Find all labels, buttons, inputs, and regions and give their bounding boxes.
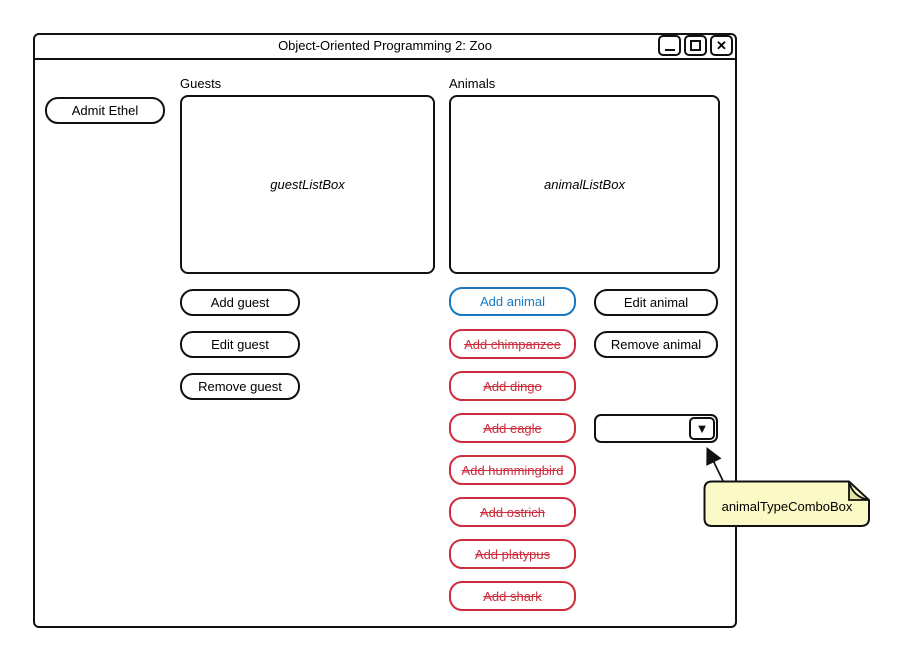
combobox-dropdown-button[interactable]: ▼ xyxy=(689,417,715,440)
note-fold-icon xyxy=(848,481,870,501)
maximize-icon xyxy=(690,40,701,51)
dropdown-icon: ▼ xyxy=(695,421,709,436)
guest-listbox[interactable]: guestListBox xyxy=(180,95,435,274)
animal-type-combobox[interactable]: ▼ xyxy=(594,414,718,443)
close-button[interactable]: ✕ xyxy=(710,35,733,56)
annotation-note: animalTypeComboBox xyxy=(703,480,871,528)
remove-guest-button[interactable]: Remove guest xyxy=(180,373,300,400)
title-bar: Object-Oriented Programming 2: Zoo ✕ xyxy=(33,33,737,60)
add-animal-button[interactable]: Add animal xyxy=(449,287,576,316)
add-eagle-button[interactable]: Add eagle xyxy=(449,413,576,443)
edit-animal-button[interactable]: Edit animal xyxy=(594,289,718,316)
add-ostrich-button[interactable]: Add ostrich xyxy=(449,497,576,527)
guests-section-label: Guests xyxy=(180,76,222,91)
animal-listbox[interactable]: animalListBox xyxy=(449,95,720,274)
add-hummingbird-button[interactable]: Add hummingbird xyxy=(449,455,576,485)
window-title: Object-Oriented Programming 2: Zoo xyxy=(278,38,492,53)
add-shark-button[interactable]: Add shark xyxy=(449,581,576,611)
animals-section-label: Animals xyxy=(449,76,496,91)
admit-ethel-button[interactable]: Admit Ethel xyxy=(45,97,165,124)
edit-guest-button[interactable]: Edit guest xyxy=(180,331,300,358)
add-chimpanzee-button[interactable]: Add chimpanzee xyxy=(449,329,576,359)
add-guest-button[interactable]: Add guest xyxy=(180,289,300,316)
maximize-button[interactable] xyxy=(684,35,707,56)
close-icon: ✕ xyxy=(716,38,727,53)
annotation-note-label: animalTypeComboBox xyxy=(721,498,853,514)
add-dingo-button[interactable]: Add dingo xyxy=(449,371,576,401)
remove-animal-button[interactable]: Remove animal xyxy=(594,331,718,358)
add-platypus-button[interactable]: Add platypus xyxy=(449,539,576,569)
window-controls: ✕ xyxy=(658,35,733,56)
minimize-icon xyxy=(664,49,675,51)
minimize-button[interactable] xyxy=(658,35,681,56)
